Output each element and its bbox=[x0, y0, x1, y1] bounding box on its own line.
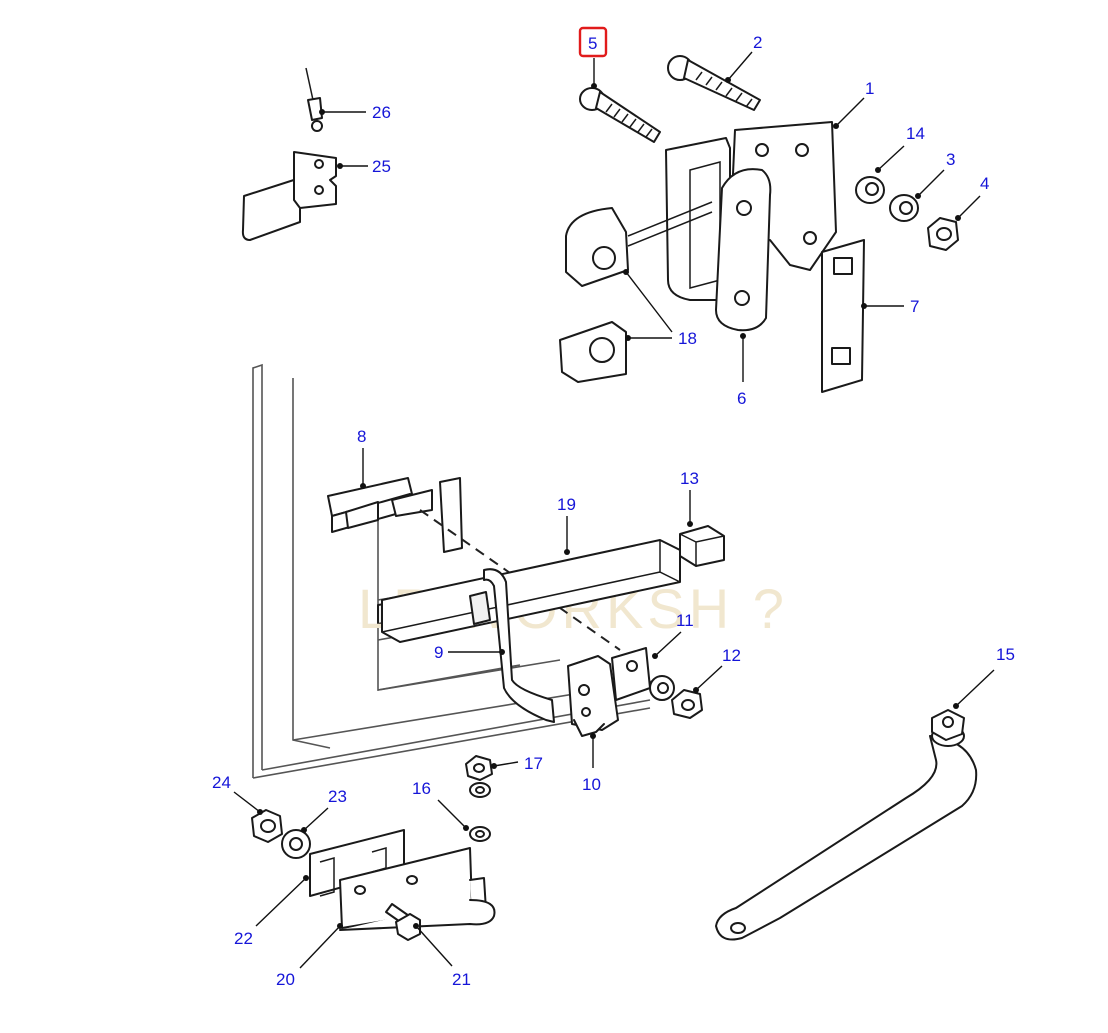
callout-label-24: 24 bbox=[212, 773, 231, 792]
callout-label-14: 14 bbox=[906, 124, 925, 143]
callout-5[interactable]: 5 bbox=[578, 26, 608, 89]
callout-label-20: 20 bbox=[276, 970, 295, 989]
callout-label-2: 2 bbox=[753, 33, 762, 52]
washer-part-14 bbox=[855, 176, 885, 204]
rivet-part-26 bbox=[305, 67, 323, 132]
callout-label-18: 18 bbox=[678, 329, 697, 348]
end-cap-part-13 bbox=[679, 525, 725, 567]
bolt-part-2 bbox=[667, 55, 761, 111]
rod-part-9 bbox=[483, 568, 555, 723]
callout-4[interactable]: 4 bbox=[955, 174, 989, 221]
callout-label-16: 16 bbox=[412, 779, 431, 798]
callout-label-11: 11 bbox=[676, 611, 694, 630]
nut-part-4 bbox=[927, 217, 959, 251]
spacer-block-part-18-lower bbox=[559, 321, 627, 383]
washer-part-16a bbox=[469, 782, 491, 798]
callout-7[interactable]: 7 bbox=[861, 297, 919, 316]
arm-part-15 bbox=[715, 709, 978, 941]
hinge-bracket-part-10 bbox=[567, 647, 651, 737]
spacer-block-part-18-upper bbox=[565, 207, 629, 287]
callout-25[interactable]: 25 bbox=[337, 157, 391, 176]
callout-label-17: 17 bbox=[524, 754, 543, 773]
callout-label-10: 10 bbox=[582, 775, 601, 794]
nut-part-17 bbox=[465, 755, 493, 781]
highlight-box bbox=[578, 26, 608, 58]
callout-11[interactable]: 11 bbox=[652, 611, 694, 659]
washer-part-16b bbox=[469, 826, 491, 842]
washer-part-23 bbox=[281, 829, 311, 859]
bracket-part-25 bbox=[241, 151, 337, 241]
callout-label-26: 26 bbox=[372, 103, 391, 122]
callout-label-7: 7 bbox=[910, 297, 919, 316]
callout-10[interactable]: 10 bbox=[582, 733, 601, 794]
callout-label-19: 19 bbox=[557, 495, 576, 514]
callout-8[interactable]: 8 bbox=[357, 427, 366, 489]
strap-part-6 bbox=[715, 168, 772, 332]
callout-label-15: 15 bbox=[996, 645, 1015, 664]
callout-19[interactable]: 19 bbox=[557, 495, 576, 555]
callout-label-5: 5 bbox=[588, 34, 597, 53]
callout-label-3: 3 bbox=[946, 150, 955, 169]
callout-label-6: 6 bbox=[737, 389, 746, 408]
callout-21[interactable]: 21 bbox=[413, 923, 471, 989]
callout-label-12: 12 bbox=[722, 646, 741, 665]
callout-22[interactable]: 22 bbox=[234, 875, 309, 948]
callout-6[interactable]: 6 bbox=[737, 333, 746, 408]
callout-13[interactable]: 13 bbox=[680, 469, 699, 527]
callout-label-13: 13 bbox=[680, 469, 699, 488]
callout-16[interactable]: 16 bbox=[412, 779, 469, 831]
callout-label-22: 22 bbox=[234, 929, 253, 948]
washer-part-3 bbox=[889, 194, 919, 222]
callout-label-4: 4 bbox=[980, 174, 989, 193]
callout-17[interactable]: 17 bbox=[491, 754, 543, 773]
callout-1[interactable]: 1 bbox=[833, 79, 874, 129]
nut-part-12 bbox=[671, 689, 703, 719]
callout-label-9: 9 bbox=[434, 643, 443, 662]
clamp-bracket-part-8 bbox=[327, 477, 463, 553]
screw-part-5 bbox=[579, 87, 661, 143]
bar-part-19 bbox=[381, 539, 681, 643]
bolt-part-21 bbox=[385, 903, 421, 941]
washer-part-11 bbox=[649, 675, 675, 701]
callout-label-1: 1 bbox=[865, 79, 874, 98]
callout-15[interactable]: 15 bbox=[953, 645, 1015, 709]
callout-12[interactable]: 12 bbox=[693, 646, 741, 693]
callout-20[interactable]: 20 bbox=[276, 923, 343, 989]
callout-23[interactable]: 23 bbox=[301, 787, 347, 833]
callout-24[interactable]: 24 bbox=[212, 773, 263, 815]
callout-label-21: 21 bbox=[452, 970, 471, 989]
callout-label-23: 23 bbox=[328, 787, 347, 806]
callout-9[interactable]: 9 bbox=[434, 643, 505, 662]
nut-part-24 bbox=[251, 809, 283, 843]
callout-2[interactable]: 2 bbox=[725, 33, 762, 83]
callout-3[interactable]: 3 bbox=[915, 150, 955, 199]
callout-26[interactable]: 26 bbox=[319, 103, 391, 122]
callout-18[interactable]: 18 bbox=[623, 269, 697, 348]
callout-label-25: 25 bbox=[372, 157, 391, 176]
callout-label-8: 8 bbox=[357, 427, 366, 446]
callout-14[interactable]: 14 bbox=[875, 124, 925, 173]
slotted-plate-part-7 bbox=[821, 239, 865, 393]
plate-part-20 bbox=[339, 847, 496, 931]
